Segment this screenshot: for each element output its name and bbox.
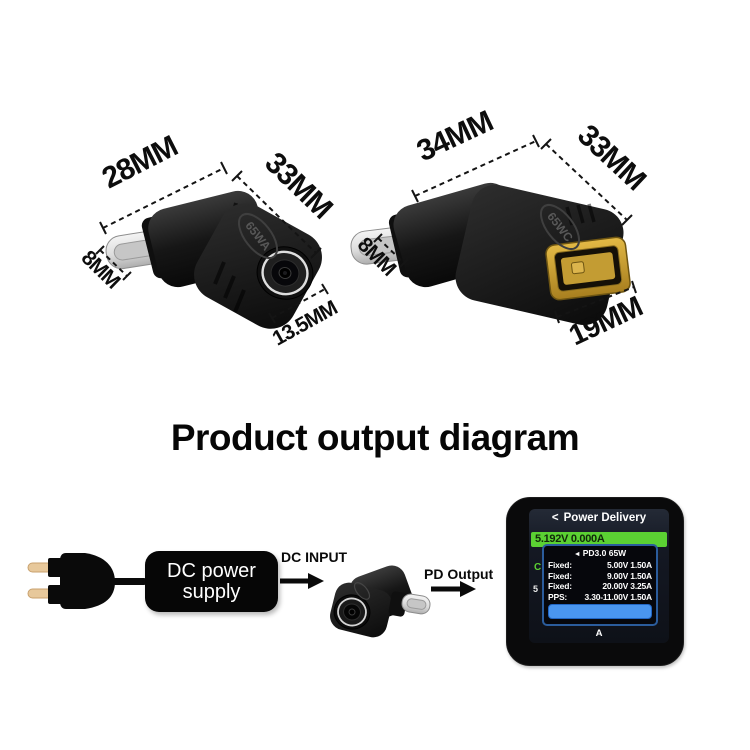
meter-row-fragment: 5 <box>533 584 539 594</box>
product-photos-art: 65WA 65WC <box>95 134 637 329</box>
flow-adapter-photo <box>330 565 431 638</box>
eu-plug-icon <box>27 553 147 609</box>
pd-output-label: PD Output <box>424 566 494 582</box>
power-cable <box>112 578 147 585</box>
supply-box-line2: supply <box>182 580 241 603</box>
dc-barrel-face <box>256 246 314 300</box>
dc-input-label: DC INPUT <box>281 549 348 565</box>
speaker-icon: ◄ <box>573 551 581 558</box>
dc-power-supply-box: DC power supply <box>145 551 278 612</box>
product-photo-slimtip-adapter: 65WC <box>350 182 631 326</box>
profile-value: 9.00V 1.50A <box>606 570 652 581</box>
profile-label: PPS: <box>548 591 568 602</box>
popup-selection-bar <box>548 604 652 619</box>
profile-value: 20.00V 3.25A <box>602 581 652 591</box>
meter-bottom-label: A <box>595 628 603 639</box>
usb-meter-device: < Power Delivery 5.192V 0.000A C 5 ◄PD3.0… <box>506 497 684 666</box>
meter-title-bar: < Power Delivery <box>529 512 669 524</box>
supply-box-line1: DC power <box>167 559 256 582</box>
profile-value: 3.30-11.00V 1.50A <box>584 591 653 602</box>
flow-diagram-art <box>27 553 476 638</box>
product-photo-dc-adapter: 65WA <box>105 190 322 329</box>
meter-row-fragment: C <box>534 562 542 573</box>
slim-tip-face <box>545 236 631 301</box>
back-chevron-icon: < <box>551 512 559 524</box>
measurement-lines <box>95 134 637 324</box>
meter-screen: < Power Delivery 5.192V 0.000A C 5 ◄PD3.0… <box>529 509 669 643</box>
profile-label: Fixed: <box>548 581 572 591</box>
popup-header: ◄PD3.0 65W <box>548 548 652 560</box>
pd-profile-row: Fixed: 9.00V 1.50A <box>548 571 652 582</box>
arrow-pd-output-icon <box>431 581 476 597</box>
page-title: Product output diagram <box>170 417 580 458</box>
arrow-dc-input-icon <box>280 573 324 589</box>
profile-label: Fixed: <box>548 570 572 581</box>
profile-label: Fixed: <box>548 560 572 570</box>
profile-value: 5.00V 1.50A <box>606 560 652 570</box>
pd-profile-popup: ◄PD3.0 65W Fixed: 5.00V 1.50A Fixed: 9.0… <box>542 544 658 626</box>
pd-profile-row: Fixed: 20.00V 3.25A <box>548 581 652 592</box>
popup-header-text: PD3.0 65W <box>582 548 627 558</box>
pd-profile-row: Fixed: 5.00V 1.50A <box>548 560 652 571</box>
meter-active-row: 5.192V 0.000A <box>531 532 667 547</box>
pd-profile-row: PPS: 3.30-11.00V 1.50A <box>548 592 652 603</box>
meter-title: Power Delivery <box>563 512 647 524</box>
